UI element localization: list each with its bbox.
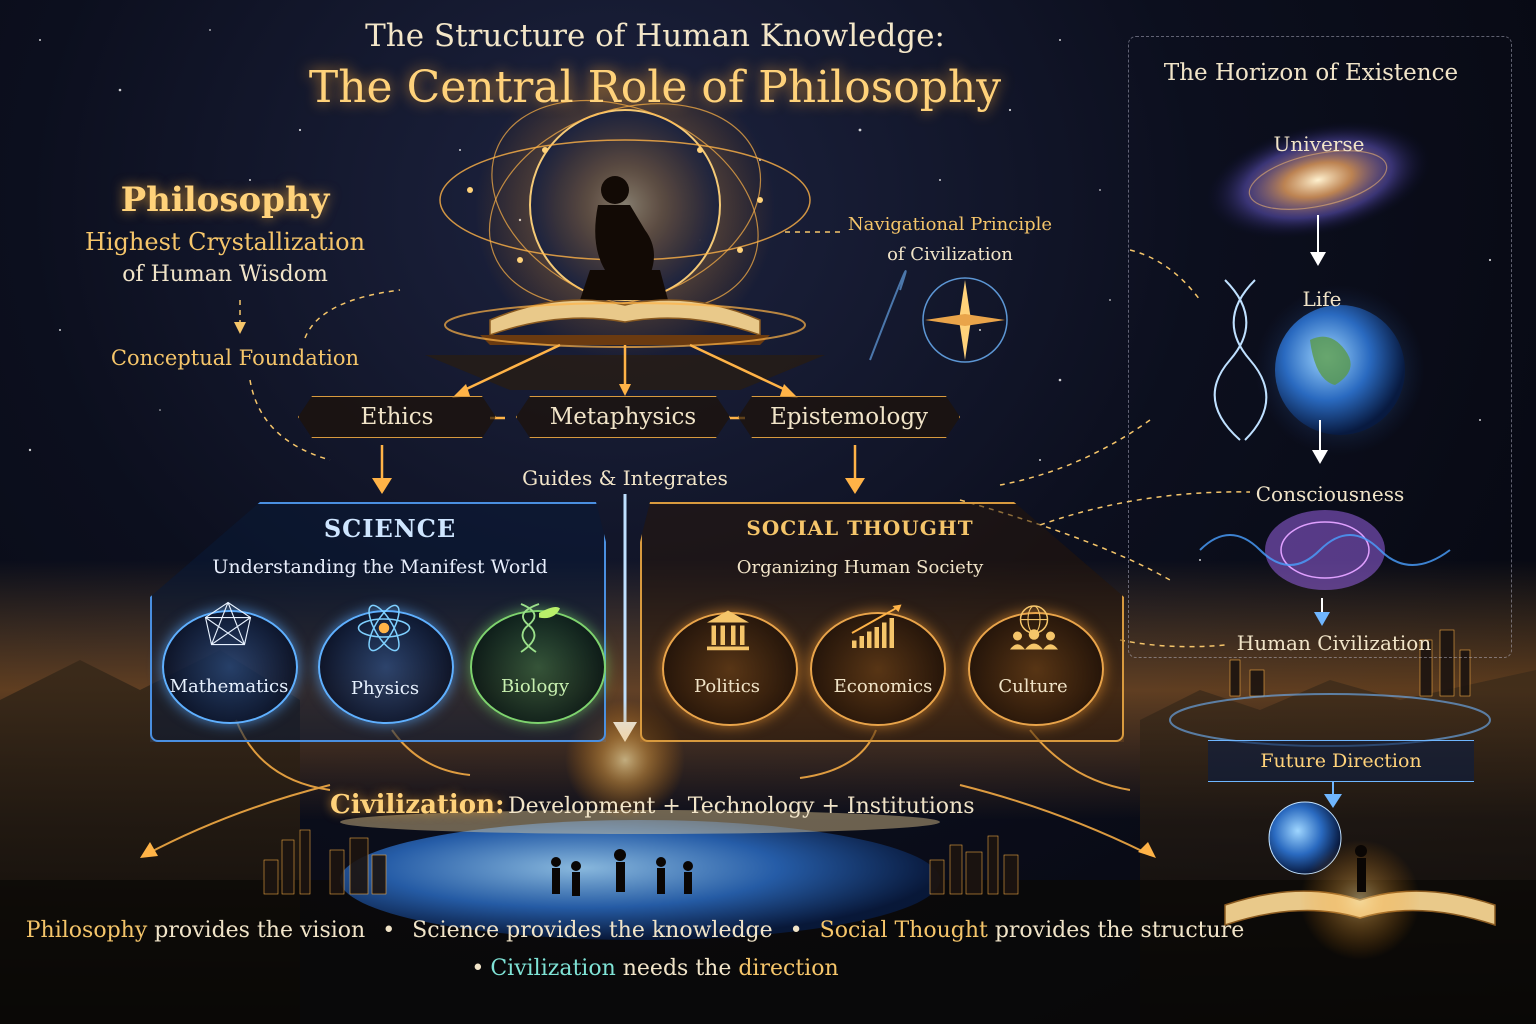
footer-philosophy: Philosophy <box>25 918 148 943</box>
title-line-1: The Structure of Human Knowledge: <box>365 18 945 54</box>
footer-civilization: Civilization <box>490 956 616 981</box>
horizon-stage-human-civilization: Human Civilization <box>1236 631 1432 655</box>
future-direction-box: Future Direction <box>1208 740 1474 782</box>
globe-people-icon <box>1010 605 1058 650</box>
growth-chart-icon <box>851 604 902 648</box>
horizon-stage-universe: Universe <box>1273 132 1365 156</box>
branch-metaphysics: Metaphysics <box>516 396 730 438</box>
footer-social-rest: provides the structure <box>987 918 1245 943</box>
footer-needs: needs the <box>615 956 739 981</box>
branch-ethics: Ethics <box>298 396 496 438</box>
title-line-2: The Central Role of Philosophy <box>308 62 1002 113</box>
footer-bullet-1: • <box>382 918 396 943</box>
guides-integrates-label: Guides & Integrates <box>522 466 728 490</box>
conceptual-foundation-label: Conceptual Foundation <box>110 346 360 370</box>
horizon-stage-life: Life <box>1302 287 1342 311</box>
navigational-principle-line-2: of Civilization <box>887 244 1013 265</box>
horizon-of-existence-panel <box>1128 36 1512 658</box>
field-culture: Culture <box>998 676 1068 697</box>
science-title: SCIENCE <box>323 514 457 543</box>
civilization-label: Civilization: <box>330 790 505 820</box>
biology-disc <box>470 610 606 724</box>
social-thought-title: SOCIAL THOUGHT <box>746 516 974 540</box>
geometry-icon <box>204 601 252 646</box>
building-columns-icon <box>707 610 749 651</box>
footer-philosophy-rest: provides the vision <box>147 918 366 943</box>
field-mathematics: Mathematics <box>169 676 289 697</box>
atom-icon <box>357 604 411 652</box>
footer-social: Social Thought <box>819 918 988 943</box>
philosophy-subtitle-2: of Human Wisdom <box>122 262 328 287</box>
field-economics: Economics <box>833 676 933 697</box>
field-biology: Biology <box>500 676 570 697</box>
footer-bullet-2: • <box>789 918 803 943</box>
field-politics: Politics <box>693 676 761 697</box>
social-thought-subtitle: Organizing Human Society <box>736 557 984 578</box>
dna-leaf-icon <box>520 603 560 653</box>
philosophy-subtitle-1: Highest Crystallization <box>84 228 366 256</box>
politics-disc <box>662 612 798 726</box>
horizon-stage-consciousness: Consciousness <box>1255 482 1405 506</box>
footer-bullet-3: • <box>471 956 485 981</box>
philosophy-label: Philosophy <box>120 180 330 220</box>
navigational-principle-line-1: Navigational Principle <box>847 214 1053 235</box>
footer-direction: direction <box>738 956 839 981</box>
science-subtitle: Understanding the Manifest World <box>212 556 548 578</box>
footer-science: Science provides the knowledge <box>412 918 773 943</box>
horizon-title: The Horizon of Existence <box>1163 60 1459 86</box>
branch-epistemology: Epistemology <box>738 396 960 438</box>
footer-line-1: Philosophy provides the vision • Science… <box>0 918 1270 943</box>
civilization-components: Development + Technology + Institutions <box>508 794 975 819</box>
mathematics-disc <box>162 610 298 724</box>
navigational-principle-label: Navigational Principle of Civilization <box>840 210 1060 270</box>
future-direction-label: Future Direction <box>1260 750 1422 772</box>
field-physics: Physics <box>350 678 420 699</box>
footer-line-2: •Civilization needs the direction <box>0 956 1310 981</box>
